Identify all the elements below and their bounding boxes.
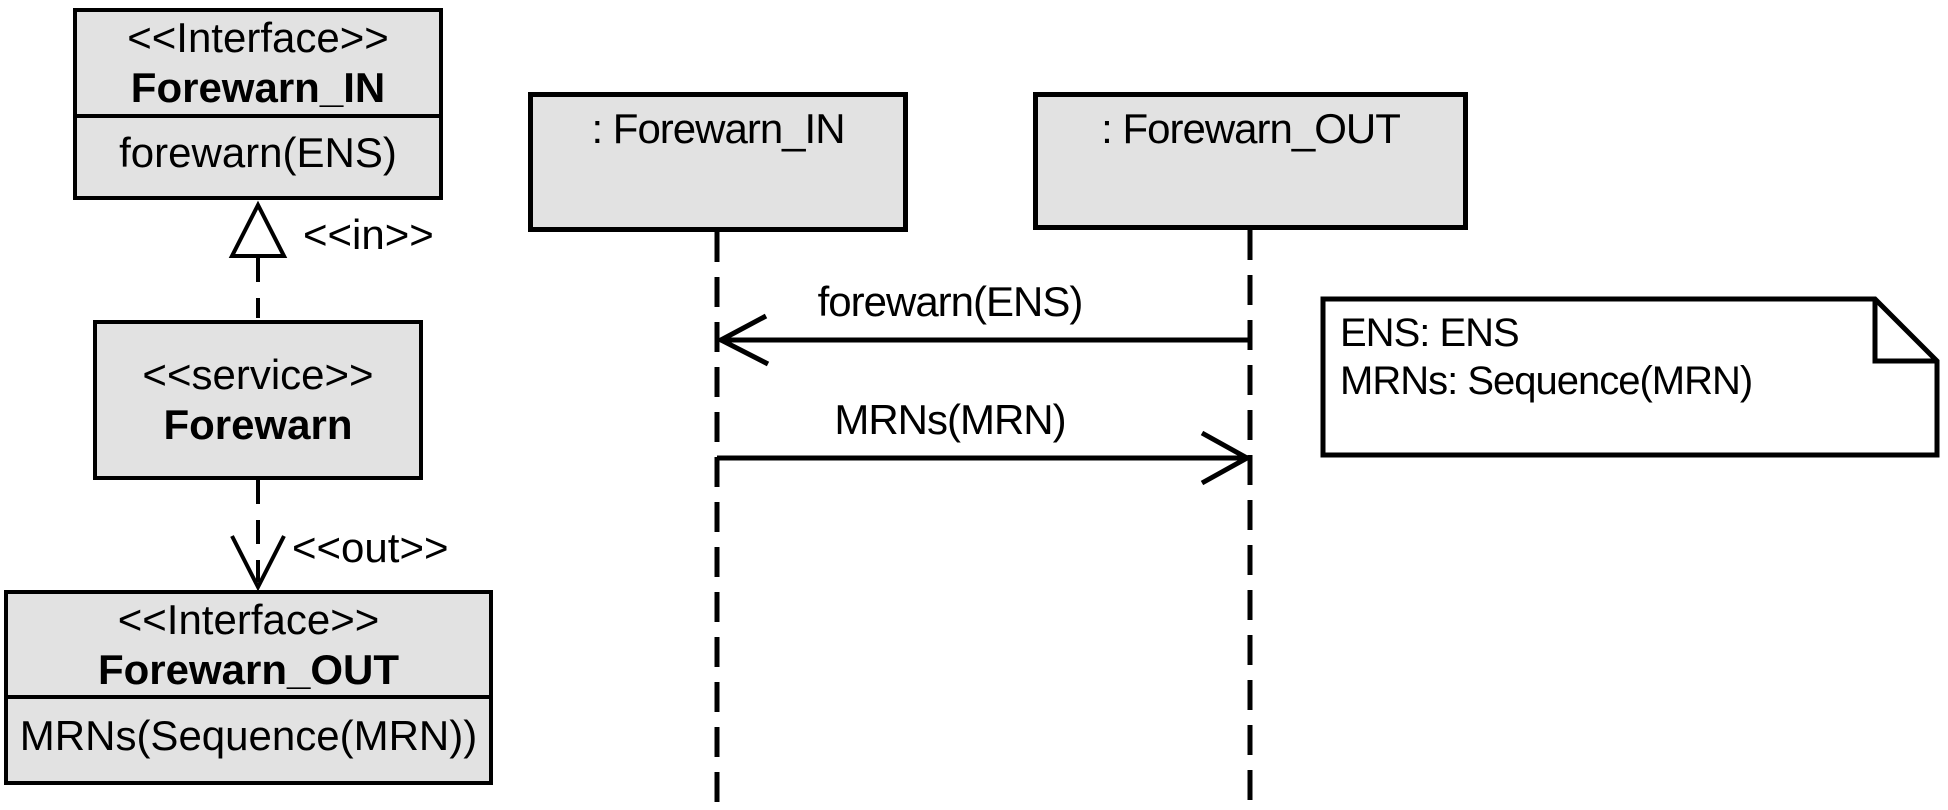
generalization-triangle-icon [228, 200, 288, 258]
stereotype-label: <<Interface>> [117, 595, 380, 643]
class-box-forewarn-out-operations: MRNs(Sequence(MRN)) [8, 699, 489, 773]
class-name: Forewarn [163, 401, 353, 448]
lifeline-head-forewarn-in: : Forewarn_IN [528, 92, 908, 232]
class-box-forewarn-in-operations: forewarn(ENS) [77, 118, 439, 188]
class-name: Forewarn_IN [130, 64, 386, 111]
class-name: Forewarn_OUT [97, 645, 400, 693]
message-label-mrns: MRNs(MRN) [834, 396, 1066, 443]
note-line: MRNs: Sequence(MRN) [1340, 359, 1753, 403]
note-fold-icon [1872, 299, 1937, 364]
message-label-forewarn: forewarn(ENS) [817, 278, 1084, 325]
operation-label: forewarn(ENS) [119, 129, 397, 176]
class-box-forewarn-in-header: <<Interface>> Forewarn_IN [77, 12, 439, 118]
note-text: ENS: ENS MRNs: Sequence(MRN) [1340, 309, 1753, 405]
class-box-forewarn-service: <<service>> Forewarn [93, 320, 423, 480]
class-box-forewarn-out-header: <<Interface>> Forewarn_OUT [8, 594, 489, 699]
stereotype-label: <<service>> [142, 351, 374, 398]
class-box-forewarn-in: <<Interface>> Forewarn_IN forewarn(ENS) [73, 8, 443, 200]
dependency-arrowhead-icon [230, 535, 286, 592]
operation-label: MRNs(Sequence(MRN)) [19, 712, 478, 759]
stereotype-label: <<Interface>> [127, 14, 389, 61]
note-line: ENS: ENS [1340, 311, 1520, 355]
class-box-forewarn-out: <<Interface>> Forewarn_OUT MRNs(Sequence… [4, 590, 493, 785]
message-arrowhead-forewarn-icon [715, 313, 770, 367]
realization-stereotype-label: <<in>> [303, 211, 434, 258]
dependency-stereotype-label: <<out>> [292, 524, 449, 571]
class-box-forewarn-service-header: <<service>> Forewarn [97, 324, 419, 476]
note-shape [1320, 296, 1940, 458]
message-arrowhead-mrns-icon [1200, 430, 1253, 486]
lifeline-head-forewarn-out: : Forewarn_OUT [1033, 92, 1468, 230]
